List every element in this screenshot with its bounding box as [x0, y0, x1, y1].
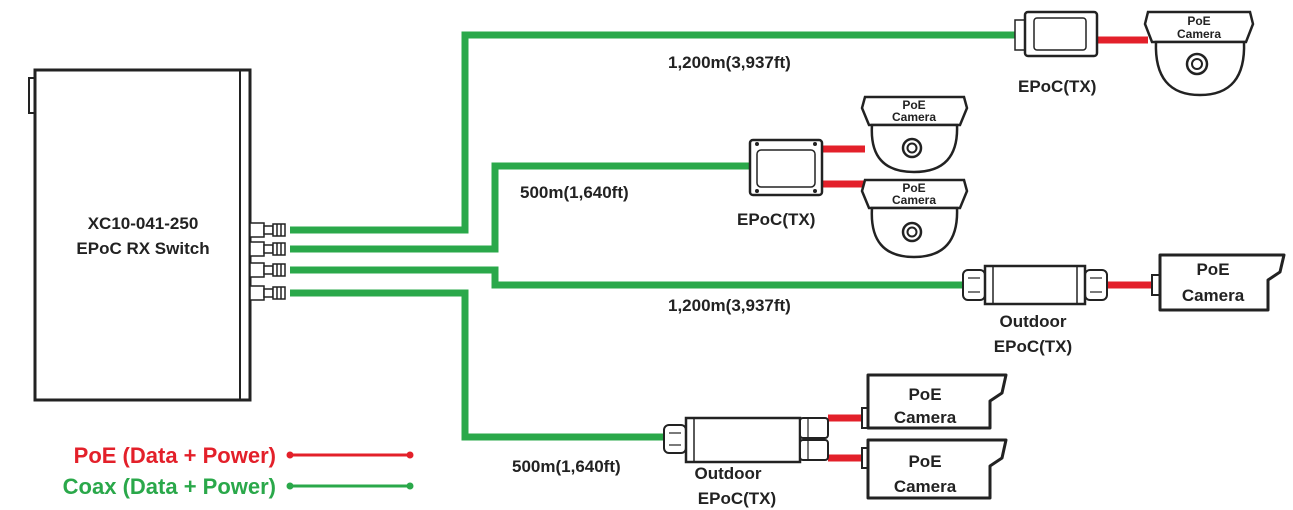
coax-port-2 [249, 241, 286, 257]
coax-port-1 [249, 222, 286, 238]
legend-coax-label: Coax (Data + Power) [63, 474, 276, 499]
rx-switch [28, 68, 252, 402]
legend-poe-label: PoE (Data + Power) [74, 443, 276, 468]
coax-lines [290, 31, 1015, 441]
tx4-label-line2: EPoC(TX) [698, 489, 776, 508]
tx3-label-line2: EPoC(TX) [994, 337, 1072, 356]
coax-port-3 [249, 262, 286, 278]
coax-line-1 [290, 31, 1015, 234]
coax-port-4 [249, 285, 286, 301]
switch-body [33, 68, 252, 402]
legend: PoE (Data + Power) Coax (Data + Power) [63, 443, 414, 499]
dome-camera-2-line2: Camera [892, 110, 936, 124]
distance-label-1: 1,200m(3,937ft) [668, 53, 791, 72]
outdoor-epoc-tx-3 [962, 264, 1108, 306]
bullet-camera-4a-line2: Camera [894, 408, 957, 427]
dome-camera-2 [860, 95, 969, 174]
dome-camera-1 [1143, 10, 1255, 97]
dome-camera-3-line1: PoE [902, 181, 925, 195]
coax-line-3 [290, 266, 965, 289]
bullet-camera-3-line1: PoE [1196, 260, 1229, 279]
distance-label-2: 500m(1,640ft) [520, 183, 629, 202]
bullet-camera-4b-line2: Camera [894, 477, 957, 496]
tx1-label: EPoC(TX) [1018, 77, 1096, 96]
dome-camera-3 [860, 178, 969, 259]
distance-label-3: 1,200m(3,937ft) [668, 296, 791, 315]
tx2-label: EPoC(TX) [737, 210, 815, 229]
coax-line-2 [290, 162, 750, 253]
tx4-label-line1: Outdoor [694, 464, 761, 483]
dome-camera-1-line1: PoE [1187, 14, 1210, 28]
switch-name: EPoC RX Switch [76, 239, 209, 258]
bullet-camera-4a [861, 373, 1008, 430]
dome-camera-2-line1: PoE [902, 98, 925, 112]
bullet-camera-3 [1151, 253, 1286, 312]
dome-camera-3-line2: Camera [892, 193, 936, 207]
tx3-label-line1: Outdoor [999, 312, 1066, 331]
bullet-camera-4b [861, 438, 1008, 500]
bullet-camera-4a-line1: PoE [908, 385, 941, 404]
switch-model: XC10-041-250 [88, 214, 199, 233]
poe-lines [820, 36, 1155, 462]
bullet-camera-3-line2: Camera [1182, 286, 1245, 305]
epoc-tx-2 [748, 138, 824, 197]
switch-ports [249, 222, 286, 301]
bullet-camera-4b-line1: PoE [908, 452, 941, 471]
epoc-tx-1 [1014, 10, 1099, 58]
distance-label-4: 500m(1,640ft) [512, 457, 621, 476]
outdoor-epoc-tx-4 [663, 416, 829, 464]
dome-camera-1-line2: Camera [1177, 27, 1221, 41]
coax-line-4 [290, 289, 668, 441]
